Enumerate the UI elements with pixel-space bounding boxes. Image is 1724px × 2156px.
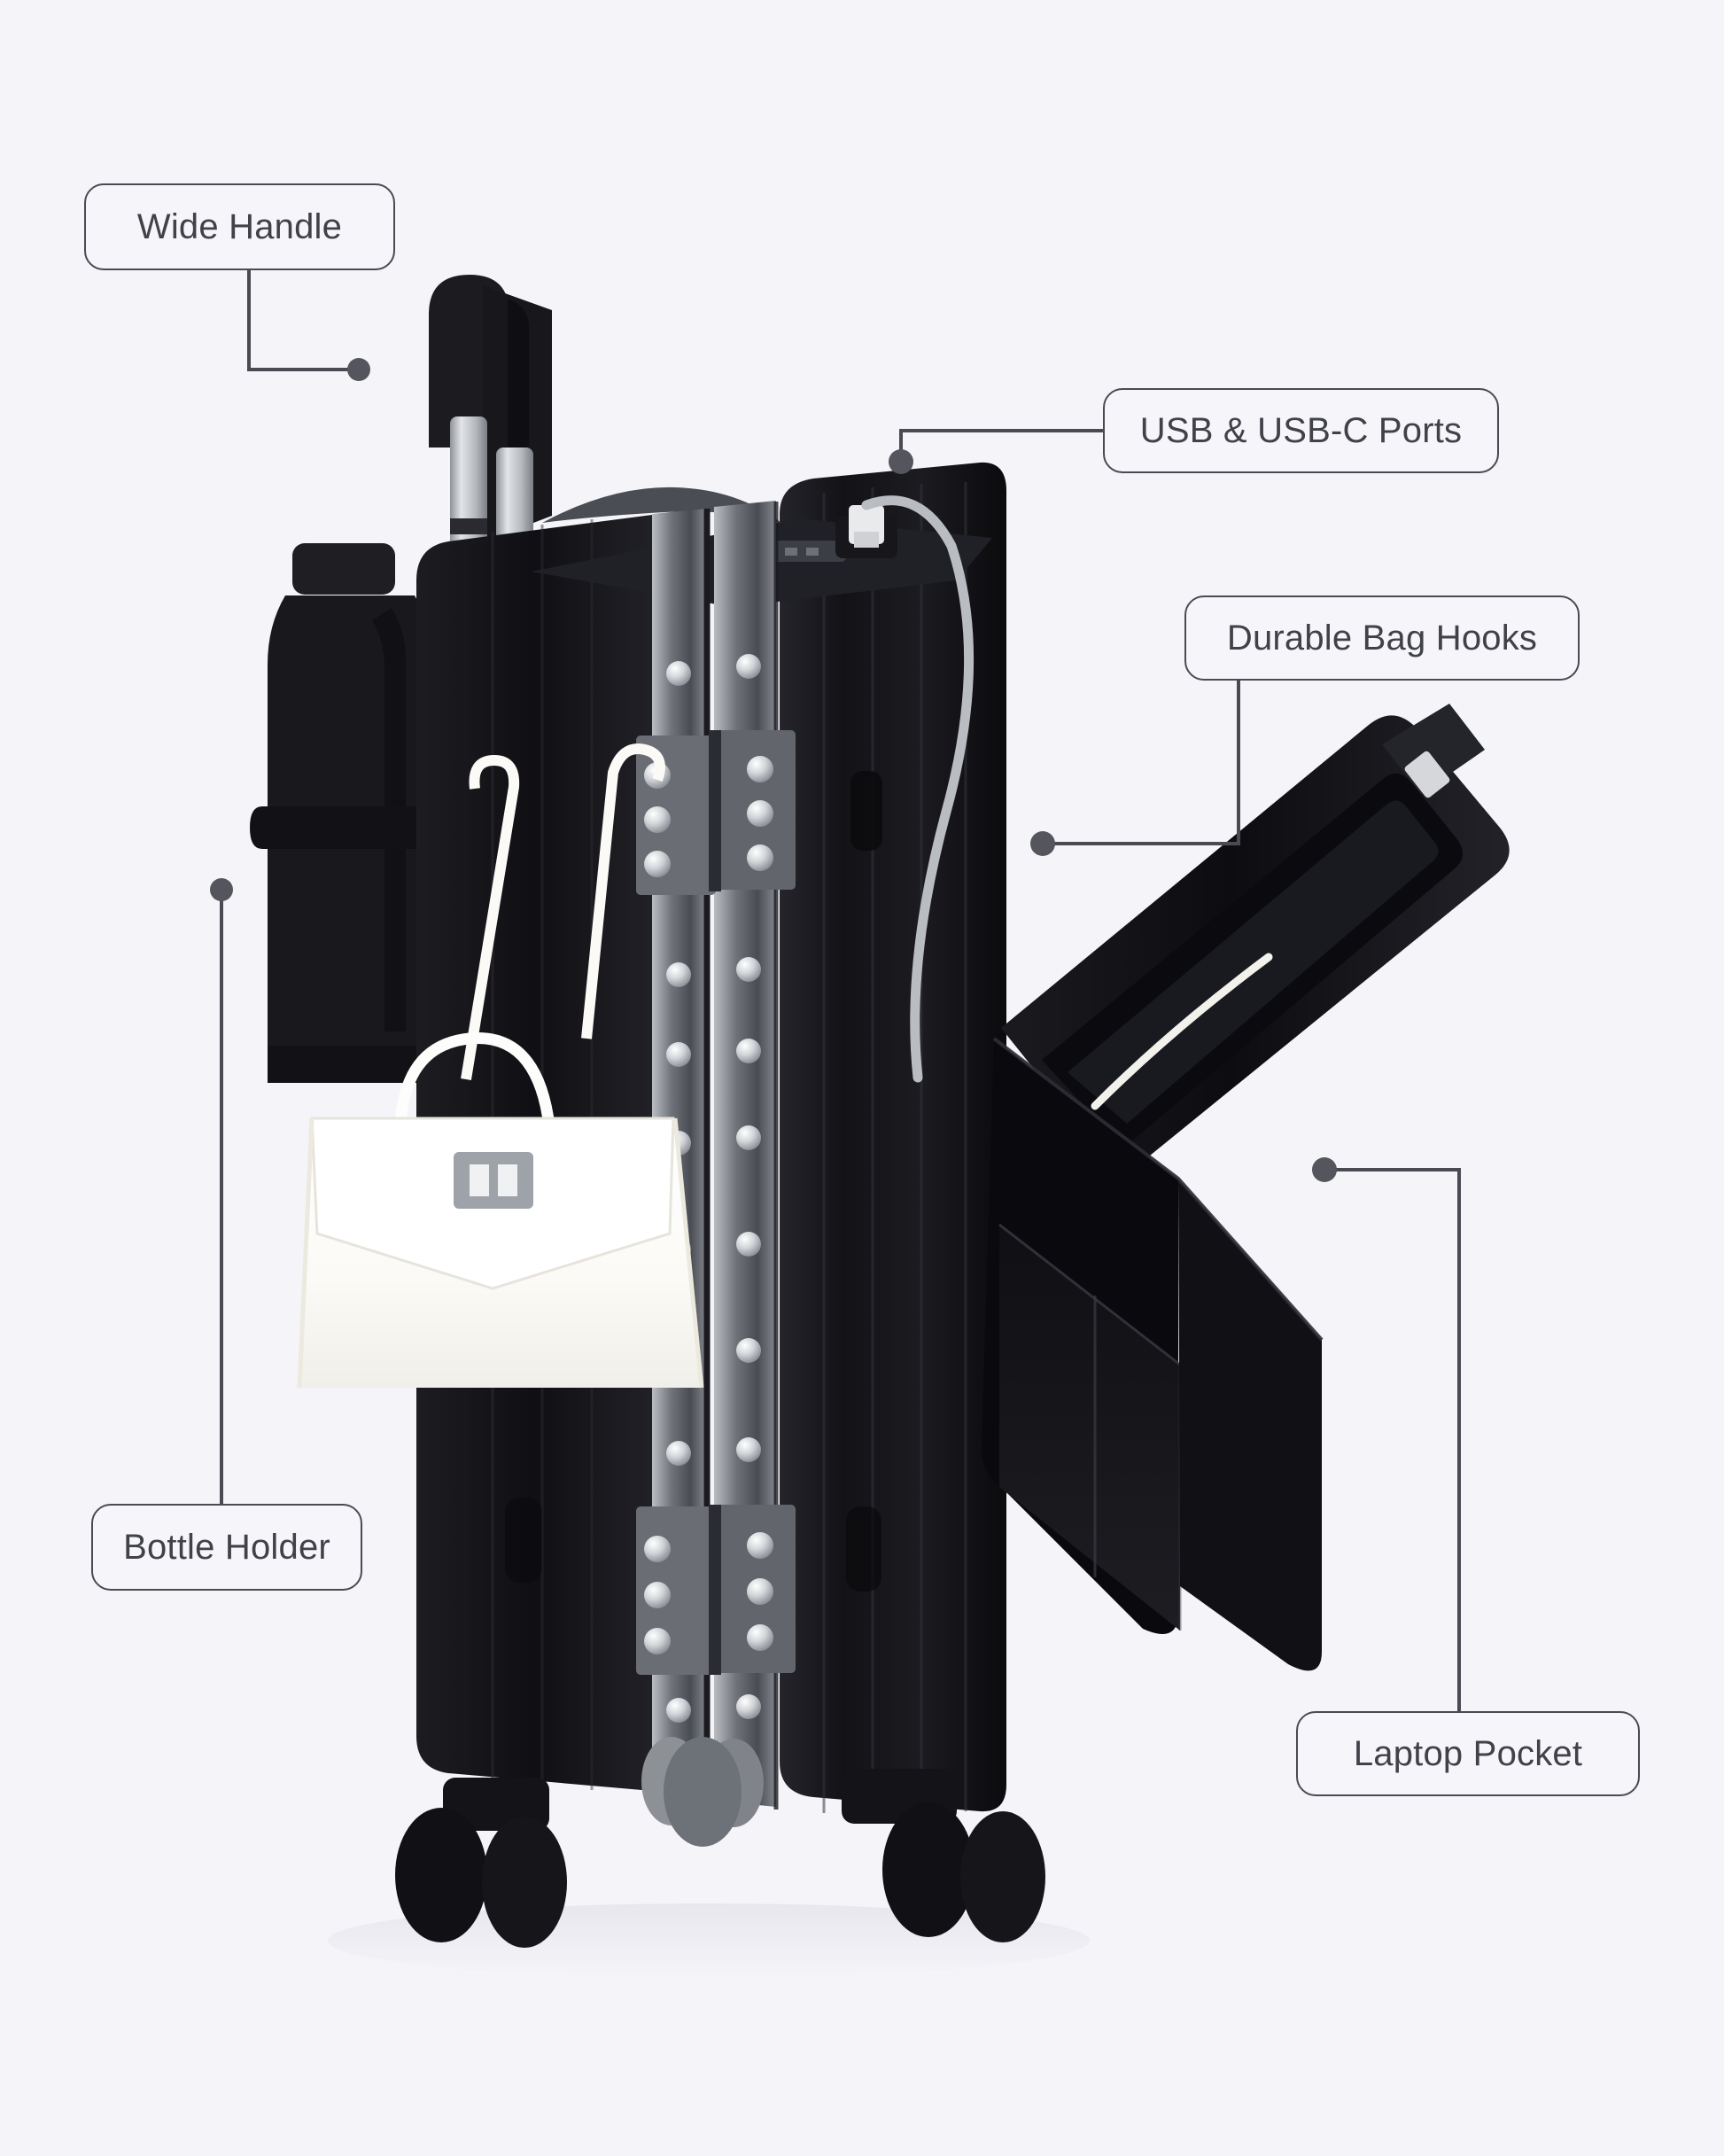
pocket-front-panel — [999, 1225, 1180, 1631]
connector-laptop-pocket — [1324, 1168, 1461, 1711]
hinge-lower — [636, 1505, 796, 1675]
dot-usb-ports — [889, 449, 913, 474]
lid-cable — [1091, 953, 1273, 1110]
dot-bottle-holder — [210, 878, 233, 901]
callout-text-laptop-pocket: Laptop Pocket — [1353, 1733, 1583, 1773]
usb-cable — [861, 495, 975, 1083]
callout-label-usb-ports[interactable]: USB & USB-C Ports — [1103, 388, 1499, 473]
bottle-holder-cradle — [250, 806, 441, 1083]
callout-label-bag-hooks[interactable]: Durable Bag Hooks — [1184, 595, 1580, 681]
bag-top-handle — [394, 1032, 557, 1153]
bag-shoulder-strap — [461, 754, 520, 1080]
lid-cargo-pockets — [982, 1037, 1324, 1671]
center-gray-wheels — [641, 1737, 764, 1847]
callout-text-usb-ports: USB & USB-C Ports — [1139, 410, 1463, 450]
dot-wide-handle — [347, 358, 370, 381]
connector-wide-handle — [247, 270, 354, 371]
spinner-wheels — [395, 1737, 1045, 1948]
dot-bag-hooks — [1030, 831, 1055, 856]
callout-text-bottle-holder: Bottle Holder — [123, 1527, 330, 1567]
callout-text-bag-hooks: Durable Bag Hooks — [1226, 618, 1538, 658]
connector-bag-hooks — [1043, 681, 1240, 845]
callout-label-laptop-pocket[interactable]: Laptop Pocket — [1296, 1711, 1640, 1796]
usb-port-block — [835, 495, 975, 1083]
white-handbag — [297, 743, 704, 1389]
callout-label-bottle-holder[interactable]: Bottle Holder — [91, 1504, 362, 1591]
dot-laptop-pocket — [1312, 1157, 1337, 1182]
callout-label-wide-handle[interactable]: Wide Handle — [84, 183, 395, 270]
callout-text-wide-handle: Wide Handle — [136, 206, 343, 246]
connector-usb-ports — [899, 429, 1103, 462]
opened-lid — [1001, 704, 1510, 1179]
